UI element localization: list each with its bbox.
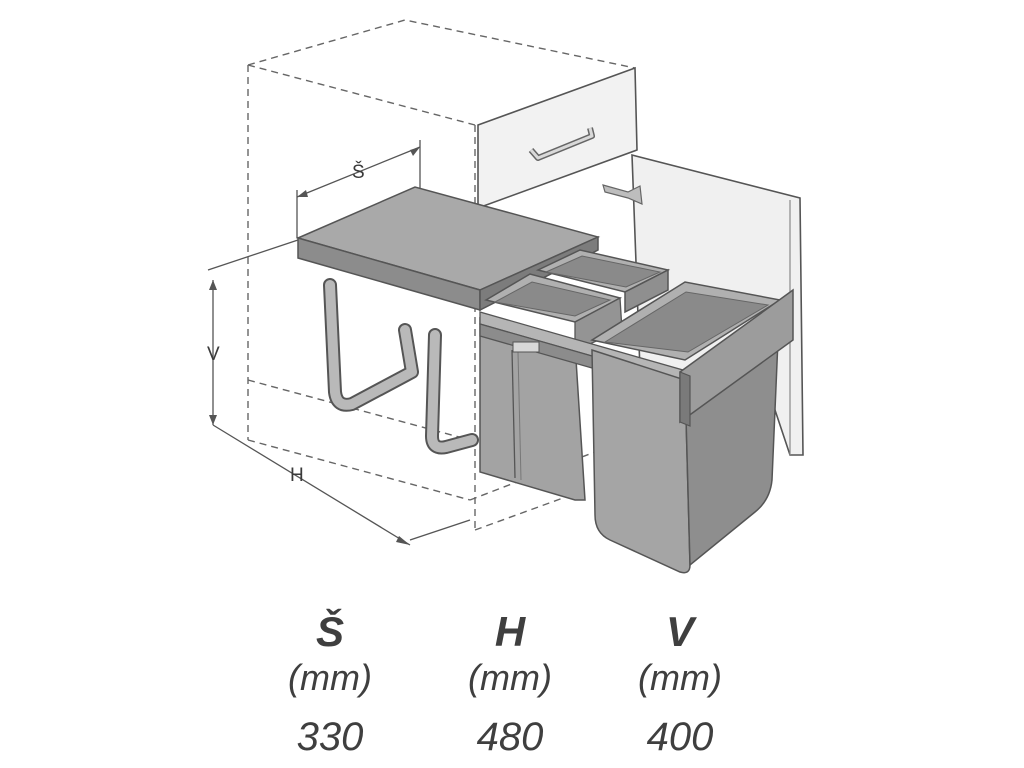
drawer-front	[477, 66, 638, 210]
spec-letter: H	[494, 608, 526, 655]
small-bin-back	[535, 249, 671, 314]
spec-letter: V	[665, 608, 694, 655]
small-bin-front	[479, 273, 623, 501]
spec-value: 400	[646, 715, 714, 759]
front-panel	[679, 288, 794, 427]
dimension-specs: Š (mm) 330 H (mm) 480 V (mm) 400	[0, 600, 1024, 768]
height-dimension-label: V	[207, 344, 220, 365]
dimension-lines	[207, 140, 471, 546]
spec-unit: (mm)	[638, 657, 722, 698]
spec-unit: (mm)	[288, 657, 372, 698]
spec-unit: (mm)	[468, 657, 552, 698]
spec-value: 480	[476, 715, 544, 759]
spec-width: Š (mm) 330	[250, 600, 410, 762]
spec-value: 330	[296, 715, 364, 759]
width-dimension-label: Š	[352, 161, 365, 183]
lid-arms	[323, 278, 479, 455]
dimension-arrowheads	[209, 147, 420, 545]
spec-letter: Š	[315, 608, 344, 655]
waste-bin-diagram: Š V H	[207, 19, 804, 574]
spec-depth: H (mm) 480	[430, 600, 590, 762]
depth-dimension-label: H	[290, 465, 304, 486]
spec-height: V (mm) 400	[600, 600, 760, 762]
